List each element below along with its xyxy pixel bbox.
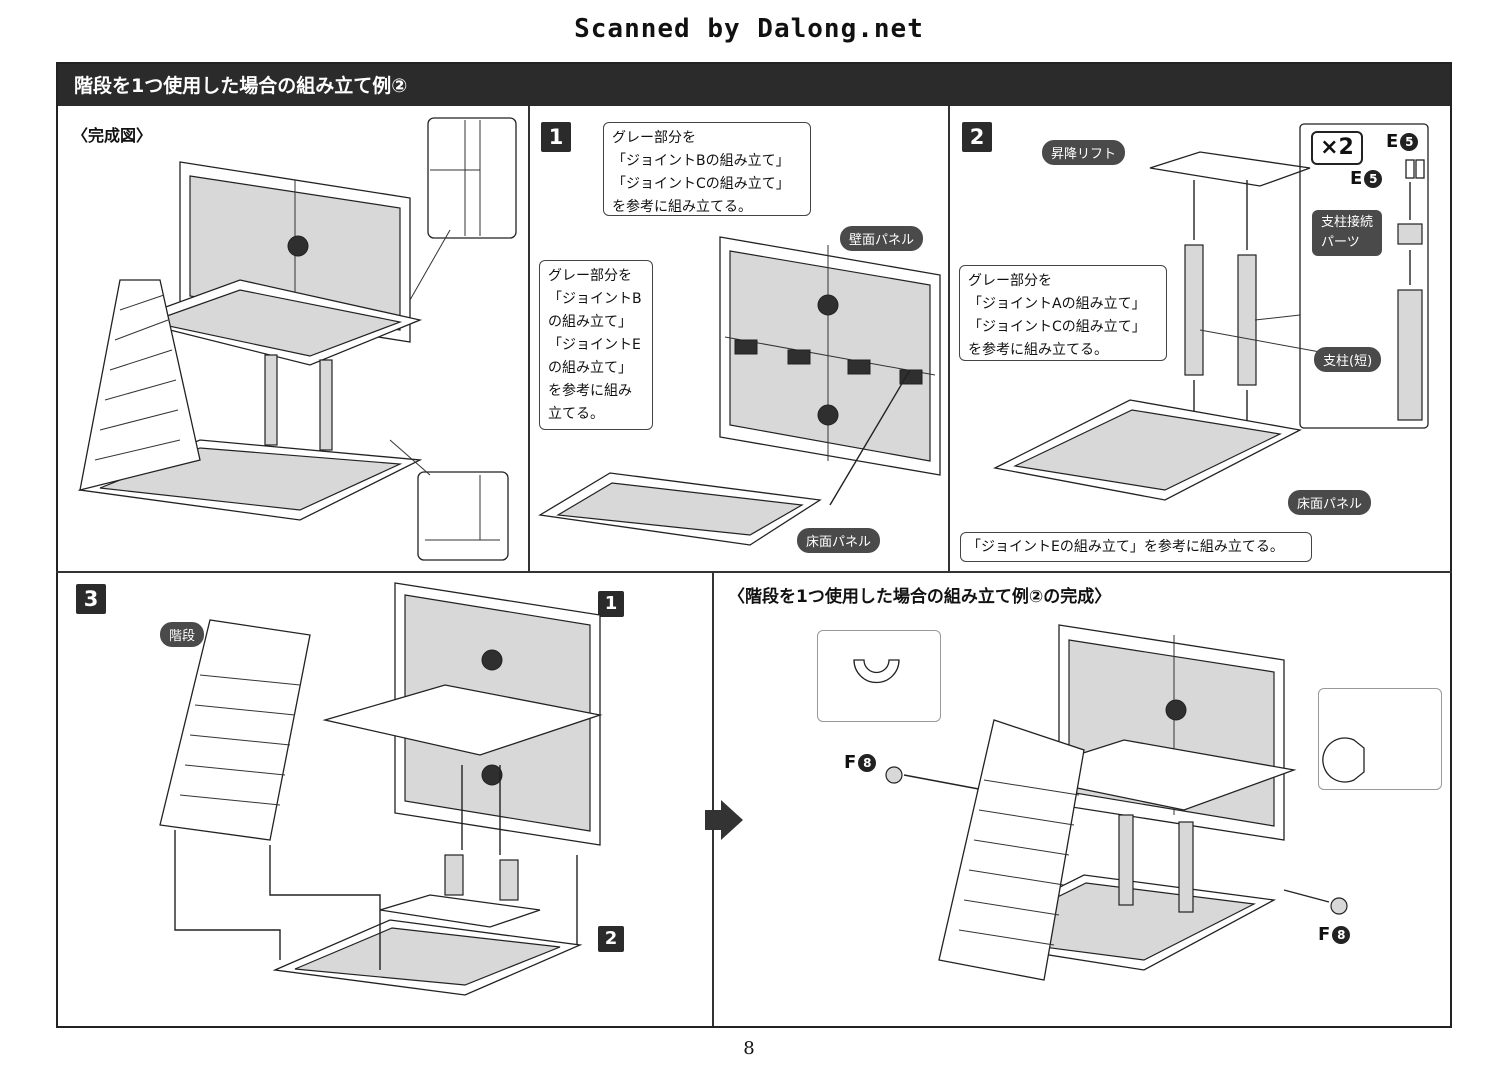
step1-tag-wall: 壁面パネル bbox=[840, 226, 924, 251]
instruction-frame bbox=[56, 62, 1452, 1028]
callout-line: 「ジョイントE bbox=[548, 337, 641, 353]
part-letter: F bbox=[1318, 924, 1331, 945]
callout-line: 「ジョイントAの組み立て」 bbox=[968, 296, 1146, 312]
completed-illustration bbox=[77, 117, 517, 561]
callout-line: グレー部分を bbox=[968, 273, 1052, 289]
step3-number: 3 bbox=[76, 584, 106, 614]
step1-tag-floor: 床面パネル bbox=[797, 528, 881, 553]
section-header: 階段を1つ使用した場合の組み立て例② bbox=[56, 62, 1452, 106]
tag-line: パーツ bbox=[1321, 235, 1360, 250]
col-divider-2 bbox=[948, 106, 950, 572]
callout-line: 「ジョイントCの組み立て」 bbox=[968, 319, 1146, 335]
callout-line: 「ジョイントB bbox=[548, 291, 642, 307]
step2-tag-support-short: 支柱(短) bbox=[1314, 347, 1382, 372]
step3-ref-step1: 1 bbox=[598, 591, 624, 617]
part-number-badge: 8 bbox=[1332, 926, 1351, 944]
step2-callout: グレー部分を 「ジョイントAの組み立て」 「ジョイントCの組み立て」 を参考に組… bbox=[959, 265, 1167, 361]
callout-line: 「ジョイントEの組み立て」を参考に組み立てる。 bbox=[967, 539, 1284, 555]
part-number-badge: 5 bbox=[1400, 133, 1419, 151]
row-divider bbox=[56, 571, 1452, 573]
step2-multiplier: ×2 bbox=[1311, 131, 1363, 165]
final-label: 〈階段を1つ使用した場合の組み立て例②の完成〉 bbox=[728, 587, 1112, 607]
step1-callout-top: グレー部分を 「ジョイントBの組み立て」 「ジョイントCの組み立て」 を参考に組… bbox=[603, 122, 811, 216]
col-divider-3 bbox=[712, 572, 714, 1026]
step1-number: 1 bbox=[541, 122, 571, 152]
section-title: 階段を1つ使用した場合の組み立て例② bbox=[74, 75, 408, 97]
callout-line: の組み立て」 bbox=[548, 360, 632, 376]
step2-tag-floor: 床面パネル bbox=[1288, 490, 1372, 515]
step1-illustration bbox=[538, 236, 941, 546]
callout-line: を参考に組み立てる。 bbox=[612, 199, 752, 215]
callout-line: 立てる。 bbox=[548, 406, 604, 422]
flow-arrow-icon bbox=[705, 800, 743, 840]
part-letter: F bbox=[844, 752, 857, 773]
part-letter: E bbox=[1386, 131, 1399, 152]
col-divider-1 bbox=[528, 106, 530, 572]
page-number: 8 bbox=[743, 1038, 755, 1059]
final-illustration bbox=[853, 624, 1365, 981]
step3-illustration bbox=[159, 582, 603, 996]
step2-bottom-note: 「ジョイントEの組み立て」を参考に組み立てる。 bbox=[960, 532, 1312, 562]
step2-tag-support-connect: 支柱接続 パーツ bbox=[1312, 210, 1383, 256]
part-letter: E bbox=[1350, 168, 1363, 189]
part-number-badge: 5 bbox=[1364, 170, 1383, 188]
callout-line: 「ジョイントCの組み立て」 bbox=[612, 176, 790, 192]
step3-tag-stairs: 階段 bbox=[160, 622, 205, 647]
scan-watermark: Scanned by Dalong.net bbox=[574, 14, 924, 44]
callout-line: 「ジョイントBの組み立て」 bbox=[612, 153, 790, 169]
callout-line: を参考に組み bbox=[548, 383, 632, 399]
tag-line: 支柱接続 bbox=[1321, 215, 1374, 230]
callout-line: の組み立て」 bbox=[548, 314, 632, 330]
callout-line: を参考に組み立てる。 bbox=[968, 342, 1108, 358]
part-number-badge: 8 bbox=[858, 754, 877, 772]
step2-number: 2 bbox=[962, 122, 992, 152]
callout-line: グレー部分を bbox=[612, 130, 696, 146]
step3-ref-step2: 2 bbox=[598, 926, 624, 952]
step2-illustration bbox=[992, 123, 1429, 501]
completed-label: 〈完成図〉 bbox=[72, 126, 153, 145]
step1-callout-left: グレー部分を 「ジョイントB の組み立て」 「ジョイントE の組み立て」 を参考… bbox=[539, 260, 653, 430]
step2-tag-lift: 昇降リフト bbox=[1042, 140, 1126, 165]
callout-line: グレー部分を bbox=[548, 268, 632, 284]
